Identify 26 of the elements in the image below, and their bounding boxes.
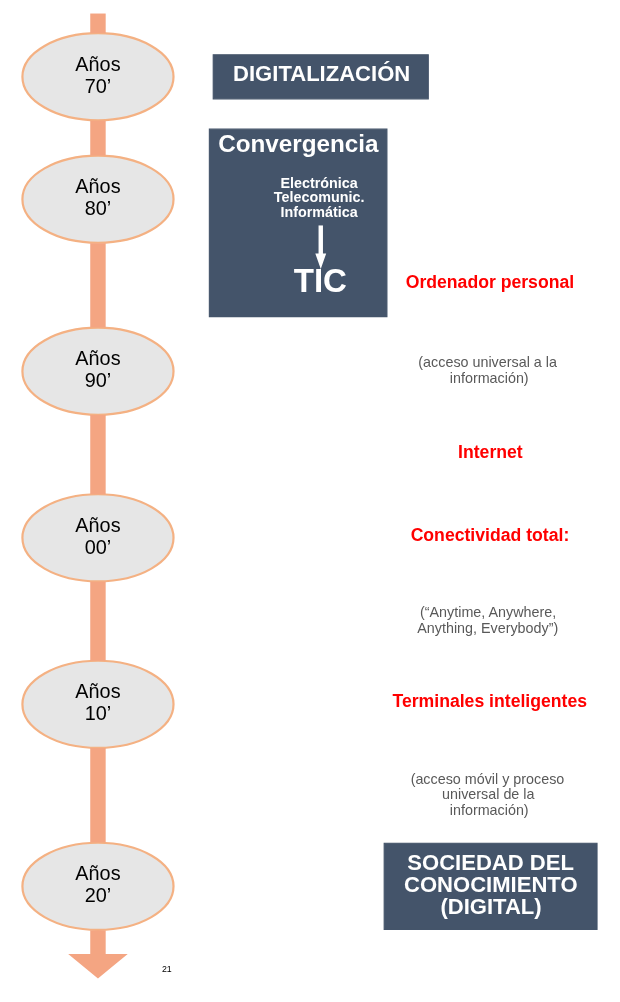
label: (acceso móvil y proceso universal de la información) — [410, 770, 565, 818]
label: (“Anytime, Anywhere, Anything, Everybody”) — [417, 604, 559, 636]
arrow — [315, 225, 327, 270]
node-text: TIC — [293, 262, 348, 300]
label: Internet — [458, 441, 523, 462]
node-ellipse: Años 70’ — [21, 32, 175, 122]
connector — [90, 120, 106, 156]
node-text: Electrónica Telecomunic. Informática — [273, 175, 365, 220]
arrow — [68, 930, 128, 979]
label: Ordenador personal — [405, 272, 575, 293]
label: (acceso universal a la información) — [418, 354, 557, 386]
node-box: SOCIEDAD DEL CONOCIMIENTO (DIGITAL) — [383, 842, 598, 930]
label: 21 — [161, 963, 172, 974]
node-box: DIGITALIZACIÓN — [212, 54, 429, 100]
connector — [90, 748, 106, 843]
node-ellipse: Años 10’ — [21, 659, 175, 749]
connector — [90, 243, 106, 328]
node-ellipse: Años 90’ — [21, 326, 175, 416]
label: Conectividad total: — [410, 524, 570, 545]
connector — [90, 415, 106, 495]
connector — [90, 13, 106, 34]
label: Terminales inteligentes — [392, 691, 588, 712]
node-ellipse: Años 00’ — [21, 493, 175, 583]
connector — [90, 581, 106, 661]
node-ellipse: Años 20’ — [21, 841, 175, 931]
node-ellipse: Años 80’ — [21, 154, 175, 244]
